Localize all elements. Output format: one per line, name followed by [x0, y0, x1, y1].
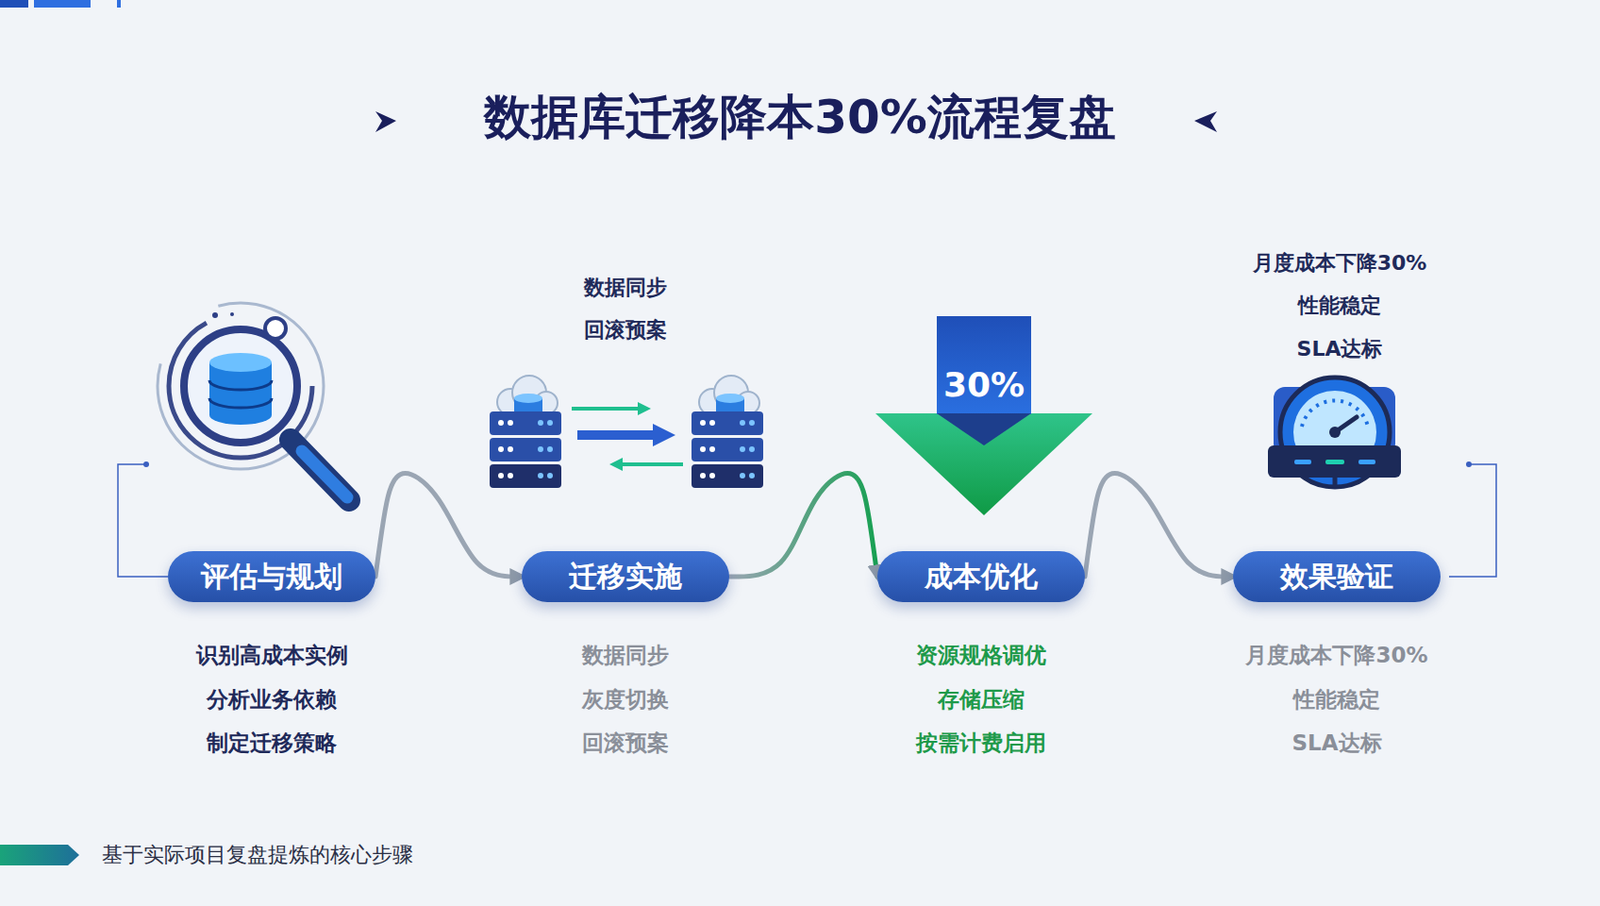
stage-item: 资源规格调优 — [811, 640, 1151, 669]
side-bracket — [1449, 464, 1497, 577]
stage-title: 效果验证 — [1280, 557, 1394, 597]
database-band — [209, 380, 272, 390]
sync-arrow — [609, 457, 623, 471]
stage-pill: 评估与规划识别高成本实例分析业务依赖制定迁移策略 — [167, 550, 376, 602]
gauge-face — [1293, 390, 1377, 474]
flow-connector — [1084, 473, 1234, 577]
percentage-label: 30% — [842, 367, 1126, 402]
gauge-ticks — [1301, 400, 1368, 427]
diagram-caption: 基于实际项目复盘提炼的核心步骤 — [101, 839, 414, 870]
orbit-knob — [265, 317, 286, 339]
diagram-title: 数据库迁移降本30%流程复盘 — [422, 86, 1178, 148]
down-arrow-head — [875, 413, 1093, 516]
gauge-stem — [1333, 477, 1338, 488]
down-arrow-shaft — [936, 413, 1032, 446]
sync-arrow — [637, 401, 651, 416]
gauge-base — [1267, 445, 1401, 478]
side-bracket — [117, 464, 168, 577]
stage-item: 识别高成本实例 — [101, 640, 442, 669]
stage-item: 月度成本下降30% — [1166, 640, 1507, 669]
corner-bar — [33, 0, 91, 8]
sync-arrow — [571, 406, 638, 411]
bracket-dot — [143, 461, 150, 467]
magnifier-handle — [290, 439, 350, 500]
stage-title: 评估与规划 — [200, 557, 343, 597]
callout-label: 数据同步 — [483, 270, 767, 305]
database-band — [209, 398, 272, 408]
flow-connector — [729, 473, 878, 577]
corner-bar — [0, 0, 29, 8]
orbit-dot — [230, 312, 234, 317]
stage-pill: 成本优化资源规格调优存储压缩按需计费启用 — [877, 550, 1085, 602]
corner-bar — [116, 0, 121, 8]
callout-label: 回滚预案 — [483, 313, 767, 348]
stage-title: 迁移实施 — [568, 557, 683, 597]
stage-item: 制定迁移策略 — [101, 728, 442, 757]
caption-bar — [0, 844, 80, 866]
stage-item: 按需计费启用 — [811, 728, 1151, 757]
gauge-light — [1358, 459, 1376, 465]
stage-item: 回滚预案 — [455, 728, 796, 757]
stage-title: 成本优化 — [924, 557, 1038, 597]
gauge-light — [1294, 459, 1312, 465]
stage-item: 存储压缩 — [811, 684, 1151, 714]
gauge-hub — [1329, 426, 1341, 438]
bracket-dot — [1466, 461, 1472, 467]
orbit-dot — [212, 312, 218, 318]
flow-connector — [375, 473, 522, 577]
gauge-illustration — [1267, 377, 1401, 488]
stage-pill: 效果验证月度成本下降30%性能稳定SLA达标 — [1233, 550, 1441, 602]
callout-label: SLA达标 — [1198, 332, 1482, 367]
server-icon — [691, 375, 764, 488]
sync-arrow — [652, 423, 676, 447]
magnifier-handle — [301, 450, 348, 498]
callout-label: 性能稳定 — [1198, 288, 1482, 323]
stage-item: 数据同步 — [455, 640, 796, 669]
stage-item: 性能稳定 — [1166, 684, 1507, 714]
sync-arrow — [622, 462, 684, 467]
magnifier-illustration — [157, 302, 350, 500]
title-chevron — [375, 111, 397, 133]
stage-item: 分析业务依赖 — [101, 684, 442, 714]
stage-item: 灰度切换 — [455, 684, 796, 714]
database-cylinder — [209, 352, 272, 372]
stage-pill: 迁移实施数据同步灰度切换回滚预案 — [521, 550, 730, 602]
gauge-light — [1325, 459, 1345, 465]
lens — [183, 329, 298, 443]
title-chevron — [1194, 111, 1217, 133]
callout-label: 月度成本下降30% — [1198, 246, 1482, 281]
server-icon — [489, 375, 562, 488]
sync-arrow — [577, 430, 655, 440]
stage-item: SLA达标 — [1166, 728, 1507, 757]
